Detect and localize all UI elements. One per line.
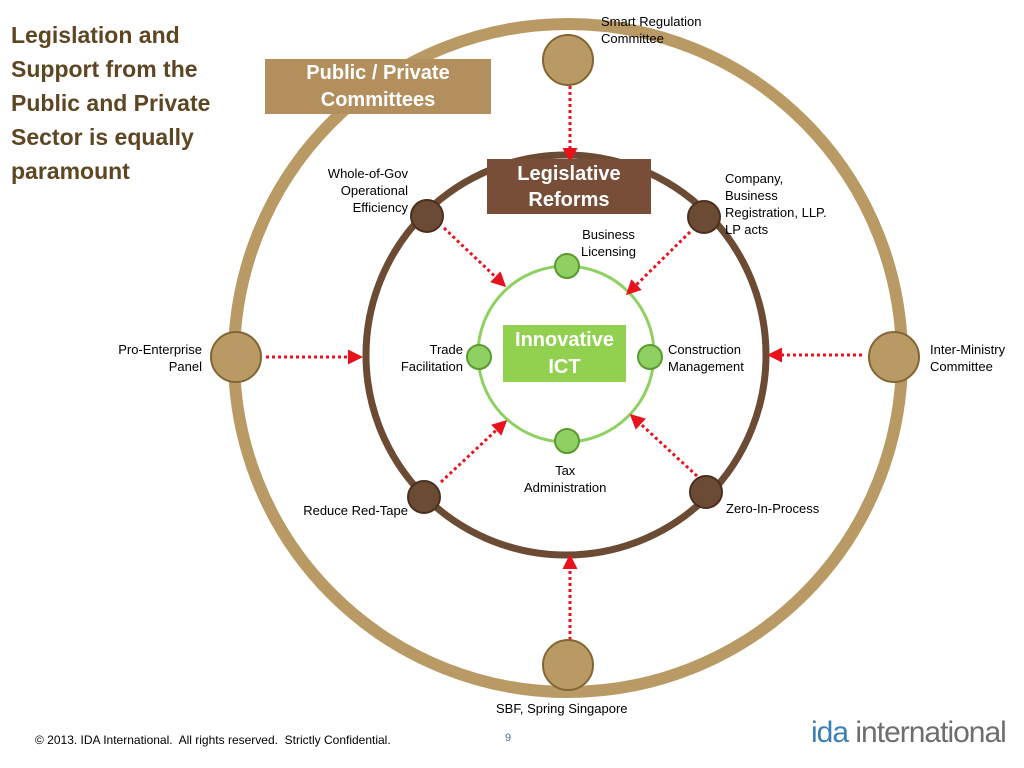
public-private-committees-box: Public / Private Committees (265, 59, 491, 114)
node-zero-in-process (689, 475, 723, 509)
label-pro-enterprise: Pro-Enterprise Panel (118, 342, 202, 374)
arrow-zero-in-process (629, 413, 699, 478)
logo-international: international (848, 716, 1006, 749)
footer-copyright: © 2013. IDA International. All rights re… (35, 733, 391, 747)
label-inter-ministry: Inter-Ministry Committee (930, 342, 1006, 374)
label-construction-management: Construction Management (668, 342, 744, 374)
label-company-registration: Company, Business Registration, LLP. LP … (725, 171, 827, 237)
logo-ida: ida (811, 716, 849, 749)
label-business-licensing: Business Licensing (581, 227, 636, 259)
node-whole-of-gov (410, 199, 444, 233)
node-tax-administration (554, 428, 580, 454)
node-construction-management (637, 344, 663, 370)
arrow-company-registration (625, 230, 692, 296)
node-pro-enterprise (210, 331, 262, 383)
node-business-licensing (554, 253, 580, 279)
label-smart-regulation: Smart Regulation Committee (601, 14, 702, 46)
arrow-reduce-red-tape (439, 419, 508, 484)
node-smart-regulation (542, 34, 594, 86)
label-sbf: SBF, Spring Singapore (496, 701, 628, 716)
node-sbf (542, 639, 594, 691)
node-trade-facilitation (466, 344, 492, 370)
node-inter-ministry (868, 331, 920, 383)
node-company-registration (687, 200, 721, 234)
label-whole-of-gov: Whole-of-Gov Operational Efficiency (327, 166, 408, 215)
page-number: 9 (505, 732, 512, 744)
ida-international-logo: ida international (811, 716, 1007, 750)
innovative-ict-box: Innovative ICT (503, 325, 626, 382)
label-trade-facilitation: Trade Facilitation (400, 342, 463, 374)
label-tax-administration: Tax Administration (524, 463, 607, 495)
label-zero-in-process: Zero-In-Process (726, 501, 820, 516)
arrow-whole-of-gov (442, 226, 507, 288)
label-reduce-red-tape: Reduce Red-Tape (303, 503, 408, 518)
node-reduce-red-tape (407, 480, 441, 514)
slide-headline: Legislation and Support from the Public … (11, 22, 211, 184)
legislative-reforms-box: Legislative Reforms (487, 159, 651, 214)
